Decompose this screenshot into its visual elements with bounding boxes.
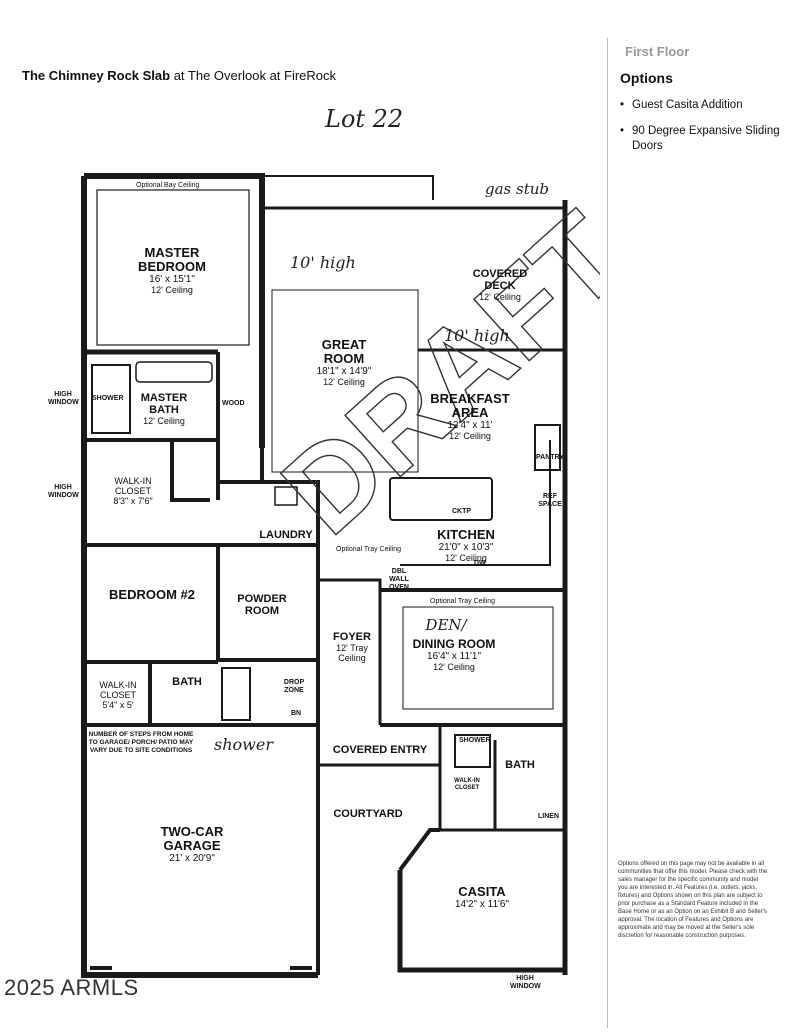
copyright-watermark: 2025 ARMLS — [4, 975, 139, 1000]
great-room-tray — [271, 289, 419, 473]
shower-label: SHOWER — [92, 395, 124, 402]
options-sidebar: First Floor Options Guest Casita Additio… — [607, 38, 800, 1028]
dishwasher-label: DW — [474, 560, 486, 567]
high-window-label-3: HIGH WINDOW — [510, 975, 541, 990]
casita-wall — [397, 870, 565, 973]
ref-space-label: REF SPACE — [538, 493, 562, 508]
dining-tray — [402, 606, 554, 710]
option-item: 90 Degree Expansive Sliding Doors — [614, 124, 797, 154]
floor-plan-drawing: DRAFT — [81, 173, 600, 978]
foyer-wall — [318, 578, 382, 725]
floor-heading: First Floor — [625, 44, 690, 59]
washer — [274, 486, 298, 506]
gas-stub-note: gas stub — [485, 180, 549, 198]
casita-label: CASITA 14'2" x 11'6" — [454, 884, 510, 911]
option-item: Guest Casita Addition — [614, 98, 797, 113]
deck-outline — [262, 175, 434, 200]
casita-shower-label: SHOWER — [459, 737, 491, 744]
pantry — [534, 424, 561, 471]
casita-bath-label: BATH — [505, 759, 535, 771]
pantry-label: PANTRY — [536, 454, 564, 461]
casita-angled-wall — [398, 828, 440, 872]
handwritten-lot-number: Lot 22 — [325, 105, 404, 133]
disclaimer-text: Options offered on this page may not be … — [618, 861, 768, 939]
optional-bay-ceiling-label: Optional Bay Ceiling — [136, 182, 200, 189]
ten-high-note-2: 10' high — [444, 326, 510, 345]
wall-oven-label: DBL WALL OVEN — [389, 568, 409, 591]
optional-tray-ceiling-label-2: Optional Tray Ceiling — [336, 546, 401, 553]
courtyard-label: COURTYARD — [333, 808, 403, 820]
bath-wall — [84, 352, 220, 547]
high-window-label-2: HIGH WINDOW — [48, 484, 79, 499]
steps-note: NUMBER OF STEPS FROM HOME TO GARAGE/ POR… — [88, 731, 194, 754]
ten-high-note-1: 10' high — [290, 253, 356, 272]
kitchen-counter — [400, 440, 551, 566]
wood-label: WOOD — [222, 400, 245, 407]
greatroom-wall — [260, 448, 320, 725]
tub — [135, 361, 213, 383]
master-bed-tray — [96, 189, 250, 346]
bedroom-2-label: BEDROOM #2 — [109, 587, 195, 602]
shower-enclosure — [91, 364, 131, 434]
plan-title: The Chimney Rock Slab at The Overlook at… — [22, 68, 337, 83]
optional-tray-ceiling-label: Optional Tray Ceiling — [430, 598, 495, 605]
linen-label: LINEN — [538, 813, 559, 820]
laundry-label: LAUNDRY — [259, 529, 313, 541]
laundry-wall — [216, 480, 318, 662]
cooktop-label: CKTP — [452, 508, 472, 515]
casita-shower — [454, 734, 491, 768]
options-heading: Options — [620, 70, 673, 86]
bedroom2-wall — [84, 660, 318, 727]
den-handwritten-label: DEN/ — [425, 616, 467, 634]
bench-label: BN — [291, 710, 302, 717]
shower-stall — [221, 667, 251, 721]
kitchen-label: KITCHEN 21'0" x 10'3"12' Ceiling — [437, 527, 495, 564]
kitchen-island — [389, 477, 493, 521]
shower-note: shower — [214, 735, 273, 754]
bath-2-label: BATH — [172, 676, 202, 688]
dining-room-label: DINING ROOM 16'4" x 11'1"12' Ceiling — [412, 637, 496, 672]
covered-entry-label: COVERED ENTRY — [332, 744, 428, 756]
high-window-label-1: HIGH WINDOW — [48, 391, 79, 406]
